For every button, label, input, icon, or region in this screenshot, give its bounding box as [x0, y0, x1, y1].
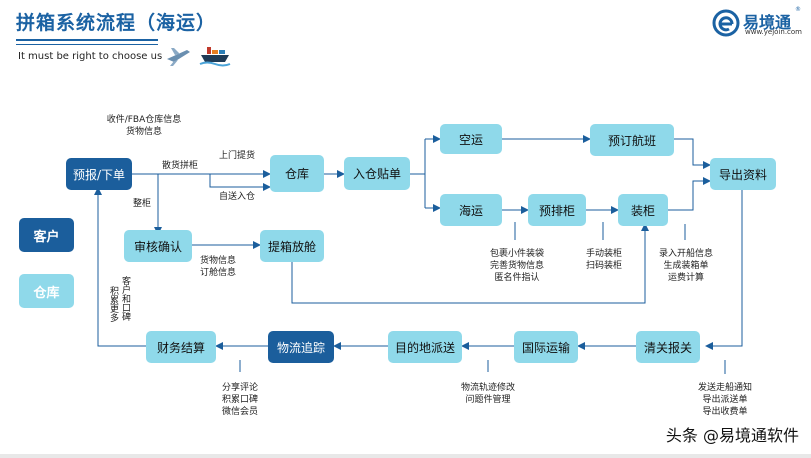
- note-line: 微信会员: [221, 407, 258, 417]
- note-line: 物流轨迹修改: [460, 383, 515, 393]
- node-logistics-tracking: 物流追踪: [268, 331, 334, 363]
- node-destination-delivery: 目的地派送: [388, 331, 462, 363]
- note-door-pickup: 上门提货: [219, 151, 256, 161]
- node-book-flight: 预订航班: [590, 124, 674, 156]
- note-line: 收件/FBA仓库信息: [106, 115, 182, 125]
- note-reviews: 分享评论 积累口碑 微信会员: [216, 382, 264, 418]
- note-line: 包裹小件装袋: [489, 249, 544, 259]
- logo-registered-mark: ®: [795, 6, 801, 13]
- node-export-docs: 导出资料: [710, 158, 776, 190]
- node-sea-freight: 海运: [440, 194, 502, 226]
- node-financial-settlement: 财务结算: [146, 331, 216, 363]
- page-title: 拼箱系统流程（海运）: [16, 12, 217, 34]
- note-sailing-info: 录入开船信息 生成装箱单 运费计算: [654, 248, 718, 284]
- node-warehouse: 仓库: [270, 155, 324, 192]
- node-pickup-release: 提箱放舱: [260, 230, 324, 262]
- note-line: 发送走船通知: [697, 383, 752, 393]
- note-line: 分享评论: [221, 383, 258, 393]
- note-line: 生成装箱单: [663, 261, 709, 271]
- page-subtitle: It must be right to choose us: [18, 51, 163, 62]
- note-line: 录入开船信息: [658, 249, 713, 259]
- node-pre-cabinet: 预排柜: [528, 194, 586, 226]
- bottom-bar: [0, 454, 811, 458]
- note-cargo-info: 货物信息 订舱信息: [200, 255, 236, 279]
- note-line: 扫码装柜: [585, 261, 622, 271]
- node-audit-confirm: 审核确认: [124, 230, 192, 262]
- node-intl-transport: 国际运输: [514, 331, 578, 363]
- legend-customer: 客户: [19, 218, 74, 252]
- note-track-edit: 物流轨迹修改 问题件管理: [455, 382, 521, 406]
- node-inbound-label: 入仓贴单: [344, 157, 410, 190]
- note-manual-loading: 手动装柜 扫码装柜: [581, 248, 627, 272]
- logo-url: www.yejoin.com: [745, 28, 802, 36]
- logo-name: 易境通: [743, 13, 792, 32]
- note-notifications: 发送走船通知 导出派送单 导出收费单: [692, 382, 758, 418]
- watermark: 头条 @易境通软件: [665, 426, 799, 445]
- note-reputation-col1: 客户和口碑: [120, 276, 130, 321]
- node-forecast-order: 预报/下单: [66, 158, 132, 190]
- note-line: 完善货物信息: [489, 261, 544, 271]
- note-self-delivery: 自送入仓: [219, 192, 256, 202]
- note-lcl: 散货拼柜: [162, 161, 199, 171]
- note-line: 运费计算: [667, 273, 704, 283]
- note-line: 积累口碑: [221, 395, 258, 405]
- ship-icon: [199, 47, 231, 67]
- note-reputation-col2: 积累更多: [108, 286, 118, 322]
- logo-icon: [712, 9, 740, 37]
- note-line: 匿名件指认: [494, 273, 540, 283]
- note-line: 问题件管理: [465, 395, 511, 405]
- node-customs-clearance: 清关报关: [636, 331, 700, 363]
- plane-icon: [167, 48, 190, 66]
- note-line: 导出派送单: [702, 395, 748, 405]
- note-line: 货物信息: [125, 127, 162, 137]
- title-underline: [16, 39, 158, 41]
- title-underline-thin: [16, 44, 158, 45]
- note-receipt-info: 收件/FBA仓库信息 货物信息: [96, 114, 192, 138]
- node-container-loading: 装柜: [618, 194, 668, 226]
- note-line: 货物信息: [200, 256, 237, 266]
- note-fcl: 整柜: [133, 199, 152, 209]
- note-package: 包裹小件装袋 完善货物信息 匿名件指认: [482, 248, 552, 284]
- note-line: 导出收费单: [702, 407, 748, 417]
- note-line: 订舱信息: [200, 268, 237, 278]
- legend-warehouse: 仓库: [19, 274, 74, 308]
- note-line: 手动装柜: [585, 249, 622, 259]
- node-air-freight: 空运: [440, 124, 502, 154]
